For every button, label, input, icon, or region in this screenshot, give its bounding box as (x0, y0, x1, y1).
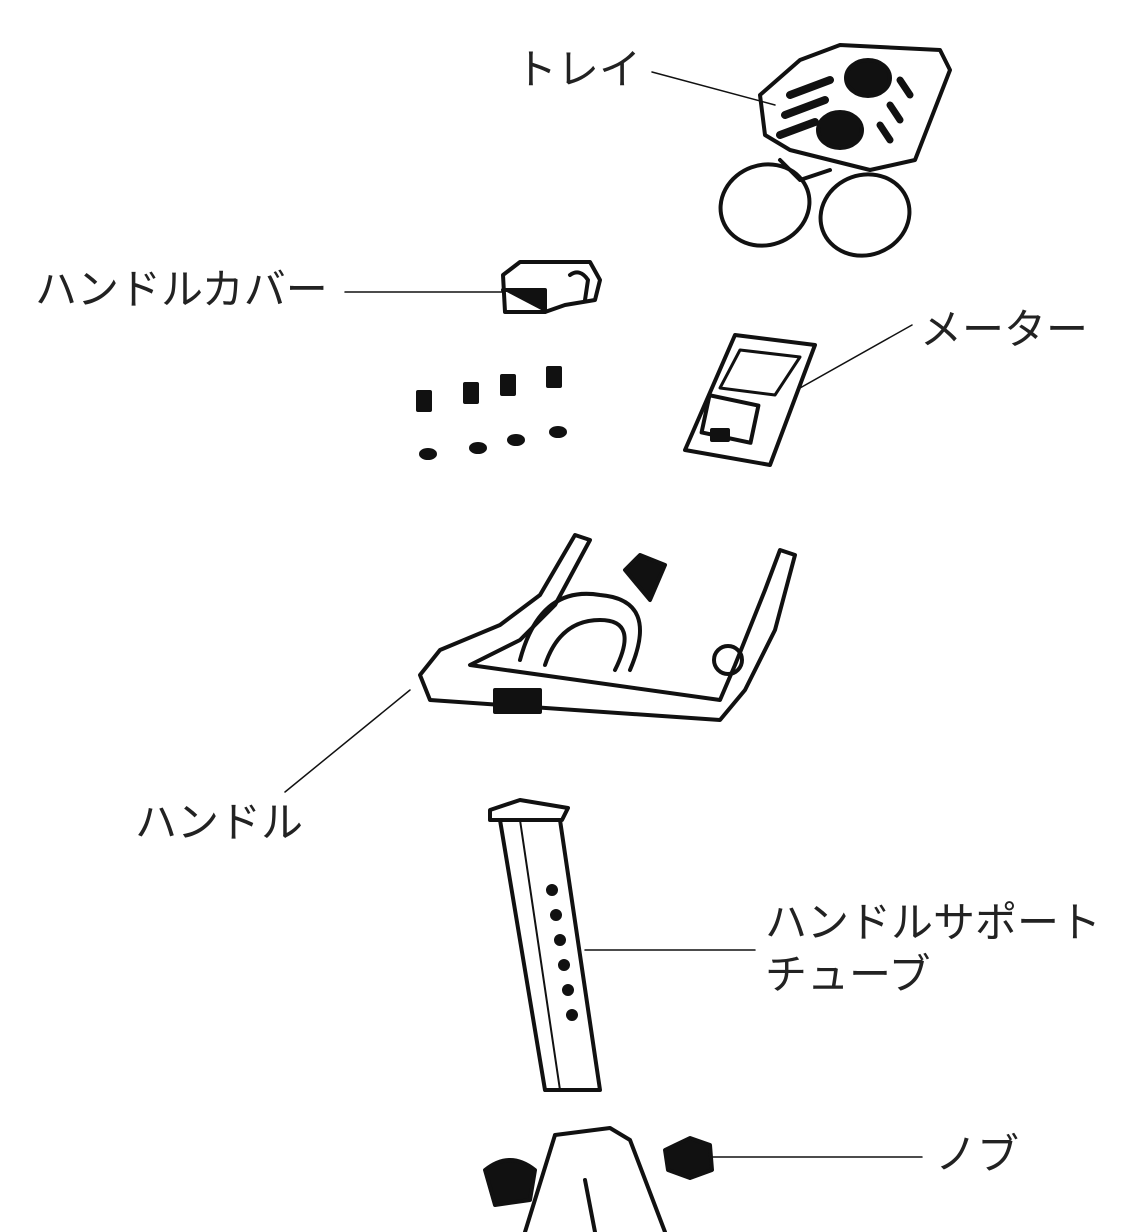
handle-support-tube-part (488, 798, 602, 1092)
tray-leader-line (651, 71, 776, 106)
leader-lines (284, 71, 923, 1158)
handlebar-part (418, 533, 797, 722)
handle-leader-line (284, 689, 411, 793)
support-tube-label-line1: ハンドルサポート (765, 898, 1102, 947)
meter-part (683, 333, 817, 467)
knob-part (663, 1136, 714, 1180)
handle-cover-label: ハンドルカバー (35, 265, 328, 314)
handle-cover-part (501, 260, 602, 314)
meter-leader-line (799, 324, 913, 389)
support-tube-label-line2: チューブ (765, 950, 931, 999)
tray-label: トレイ (515, 45, 642, 94)
tray-part (718, 43, 952, 258)
meter-label: メーター (920, 305, 1089, 354)
knob-label: ノブ (935, 1130, 1020, 1179)
bolts-and-washers (416, 366, 567, 460)
handle-label: ハンドル (135, 798, 304, 847)
frame-part (483, 1126, 667, 1232)
